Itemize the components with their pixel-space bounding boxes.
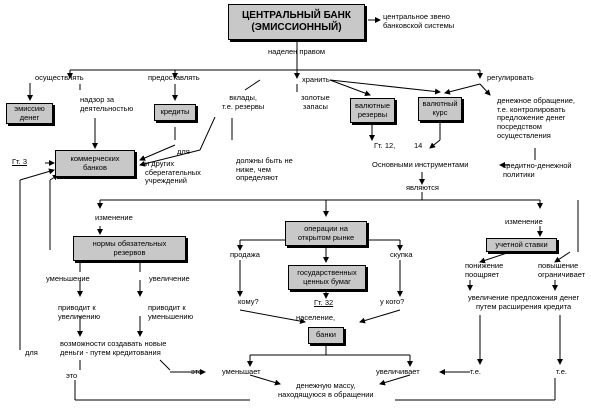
leads-increase-label: приводит к увеличению: [58, 303, 101, 321]
banks-box: банки: [308, 327, 344, 344]
and-other-label: и других сберегательных учреждений: [145, 159, 201, 186]
from-whom-label: у кого?: [380, 297, 405, 306]
decrease-encourages-label: понижение поощряет: [465, 261, 504, 279]
open-market-box: операции на открытом рынке: [285, 221, 367, 246]
are-label: являются: [406, 183, 439, 192]
credits-box: кредиты: [154, 104, 196, 121]
not-lower-label: должны быть не ниже, чем определяют: [236, 156, 293, 183]
regulate-label: регулировать: [487, 73, 534, 82]
store-label: хранить: [302, 75, 330, 84]
reserve-norms-box: нормы обязательных резервов: [73, 236, 186, 261]
sale-label: продажа: [230, 250, 260, 259]
ie2-label: т.е.: [556, 367, 567, 376]
endowed-label: наделен правом: [268, 47, 326, 56]
gov-securities-box: государственных ценных бумаг: [288, 265, 366, 290]
population-label: население,: [296, 313, 336, 322]
decreases-label: уменьшает: [222, 367, 261, 376]
possibility-label: возможности создавать новые деньги - пут…: [60, 339, 167, 357]
emission-box: эмиссию денег: [6, 103, 53, 124]
central-bank-box: ЦЕНТРАЛЬНЫЙ БАНК (ЭМИССИОННЫЙ): [228, 4, 365, 40]
supervision-label: надзор за деятельностью: [80, 95, 134, 113]
deposits-label: вклады, т.е. резервы: [222, 93, 265, 111]
change-left-label: изменение: [95, 213, 133, 222]
commercial-banks-box: коммерческих банков: [55, 150, 135, 177]
discount-rate-box: учетной ставки: [486, 238, 557, 252]
increase-label: увеличение: [149, 274, 190, 283]
ref-14: 14: [414, 141, 423, 150]
main-tools-label: Основными инструментами: [372, 160, 469, 169]
this-mid-label: это: [191, 367, 203, 376]
currency-reserves-box: валютные резервы: [350, 98, 395, 123]
increases-label: увеличивает: [376, 367, 420, 376]
ref-gt32: Гт. 32: [314, 298, 334, 307]
money-supply-label: денежную массу, находящуюся в обращении: [278, 381, 374, 399]
provide-label: предоставлять: [148, 73, 200, 82]
credit-monetary-label: кредитно-денежной политики: [503, 161, 572, 179]
implement-label: осуществлять: [35, 73, 84, 82]
ref-gt12: Гт. 12,: [374, 141, 396, 150]
change-right-label: изменение: [505, 217, 543, 226]
to-whom-label: кому?: [238, 297, 259, 306]
money-supply-increase-label: увеличение предложения денег путем расши…: [468, 293, 580, 311]
increase-limits-label: повышение ограничивает: [538, 261, 586, 279]
exchange-rate-box: валютный курс: [418, 97, 462, 121]
for-label: для: [177, 147, 190, 156]
money-circulation-label: денежное обращение, т.е. контролировать …: [497, 96, 576, 140]
leads-decrease-label: приводит к уменьшению: [148, 303, 194, 321]
purchase-label: скупка: [390, 250, 413, 259]
for2-label: для: [25, 348, 38, 357]
this-left-label: это: [66, 371, 78, 380]
gold-label: золотые запасы: [301, 93, 330, 111]
ie1-label: т.е.: [470, 367, 481, 376]
decrease-label: уменьшение: [46, 274, 90, 283]
ref-gt3: Гт. 3: [12, 157, 28, 166]
central-link-label: центральное звено банковской системы: [383, 12, 455, 30]
